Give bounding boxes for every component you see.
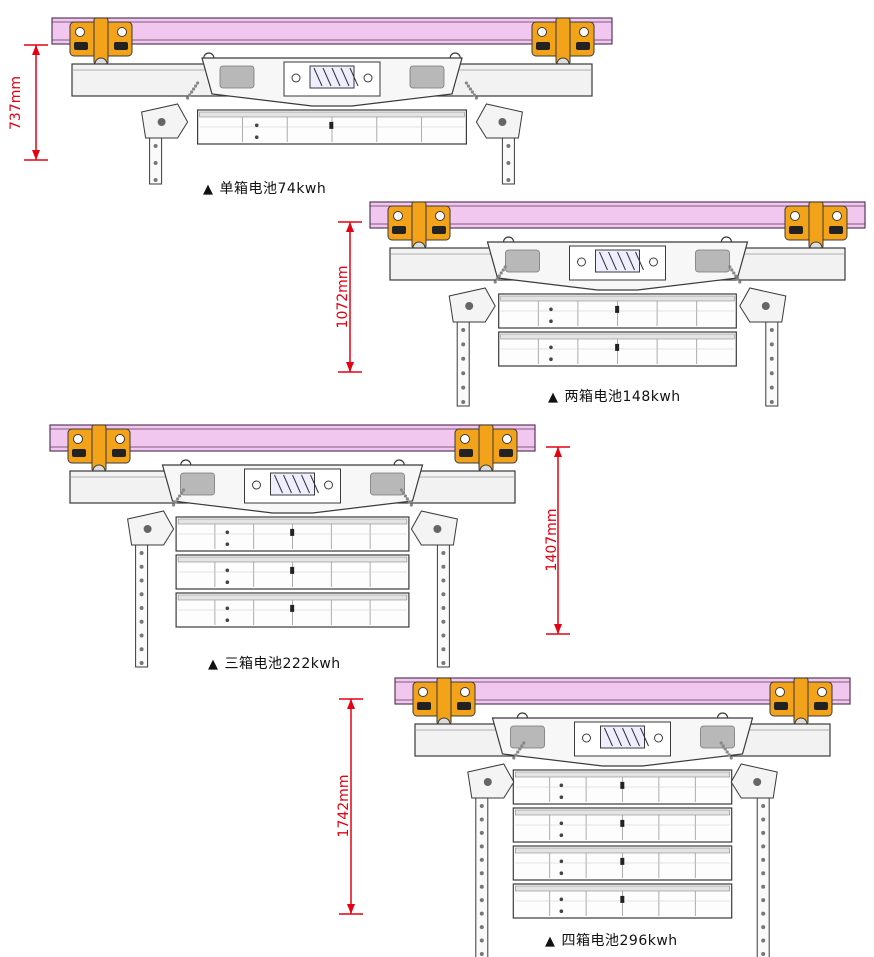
side-bracket [467, 741, 526, 957]
caption-2: ▲ 两箱电池148kwh [548, 386, 681, 406]
dimension-line-3 [546, 446, 570, 635]
side-bracket [448, 265, 507, 407]
hoist-body [491, 717, 754, 767]
battery-box [175, 592, 410, 628]
trolley-clamp [69, 17, 133, 71]
overhead-rail [49, 424, 536, 452]
battery-box [498, 293, 737, 329]
dimension-line-2 [338, 221, 362, 373]
side-bracket [464, 81, 523, 185]
trolley-clamp [412, 677, 476, 731]
hoist-body [201, 57, 463, 107]
lifting-beam [69, 459, 516, 504]
triangle-marker-icon: ▲ [203, 182, 214, 197]
dimension-line-4 [339, 698, 363, 915]
caption-text-1: 单箱电池74kwh [219, 181, 327, 197]
dimension-label-3: 1407mm [544, 509, 560, 572]
battery-box [512, 883, 733, 919]
overhead-rail [369, 201, 866, 229]
side-bracket [719, 741, 778, 957]
caption-text-3: 三箱电池222kwh [224, 656, 341, 672]
caption-3: ▲ 三箱电池222kwh [208, 653, 341, 673]
battery-hoist-assembly-3 [49, 424, 536, 668]
triangle-marker-icon: ▲ [548, 390, 559, 405]
side-bracket [127, 488, 186, 668]
lifting-beam [389, 236, 846, 281]
caption-text-4: 四箱电池296kwh [561, 933, 678, 949]
battery-box [175, 516, 410, 552]
trolley-clamp [769, 677, 833, 731]
battery-box [197, 109, 467, 145]
battery-hoist-assembly-2 [369, 201, 866, 407]
triangle-marker-icon: ▲ [545, 934, 556, 949]
battery-box [175, 554, 410, 590]
hoist-body [161, 464, 424, 514]
lifting-beam [71, 52, 593, 97]
lifting-beam [414, 712, 831, 757]
dimension-label-4: 1742mm [336, 775, 352, 838]
trolley-clamp [784, 201, 848, 255]
side-bracket [728, 265, 787, 407]
caption-1: ▲ 单箱电池74kwh [203, 178, 326, 198]
battery-box [498, 331, 737, 367]
trolley-clamp [454, 424, 518, 478]
caption-4: ▲ 四箱电池296kwh [545, 930, 678, 950]
overhead-rail [394, 677, 851, 705]
dimension-label-1: 737mm [8, 76, 24, 130]
trolley-clamp [387, 201, 451, 255]
side-bracket [141, 81, 200, 185]
triangle-marker-icon: ▲ [208, 657, 219, 672]
trolley-clamp [531, 17, 595, 71]
dimension-line-1 [24, 44, 48, 161]
battery-box [512, 845, 733, 881]
battery-box [512, 769, 733, 805]
side-bracket [399, 488, 458, 668]
battery-box [512, 807, 733, 843]
battery-hoist-assembly-1 [51, 17, 613, 185]
caption-text-2: 两箱电池148kwh [564, 389, 681, 405]
dimension-label-2: 1072mm [335, 266, 351, 329]
overhead-rail [51, 17, 613, 45]
trolley-clamp [67, 424, 131, 478]
hoist-body [486, 241, 749, 291]
battery-hoist-assembly-4 [394, 677, 851, 957]
